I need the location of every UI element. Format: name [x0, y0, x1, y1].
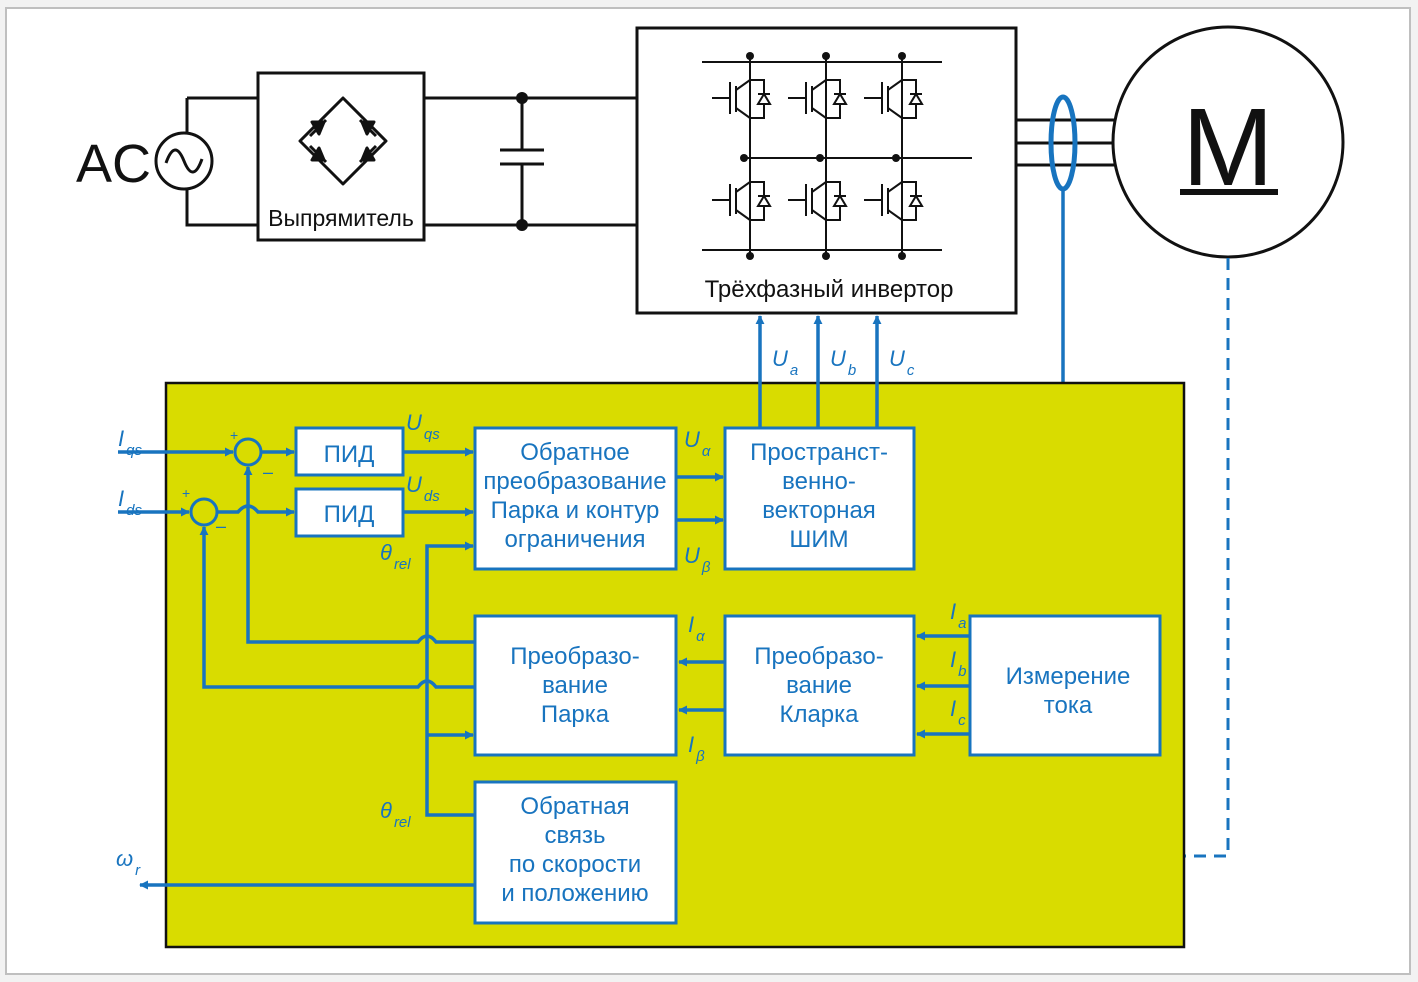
- block-text-line: и положению: [501, 880, 648, 907]
- inverter-label: Трёхфазный инвертор: [705, 276, 954, 303]
- node-dot: [516, 92, 528, 104]
- block-text-line: Пространст-: [750, 439, 888, 466]
- block-text-line: Измерение: [1006, 663, 1131, 690]
- pid-block-2: [294, 487, 405, 538]
- ac-label: AC: [76, 134, 151, 194]
- block-text-line: Преобразо-: [754, 643, 884, 670]
- block-text-line: венно-: [782, 468, 856, 495]
- ac-source-icon: [154, 131, 214, 191]
- theta-line-top: [425, 541, 475, 817]
- pid-label-1: ПИД: [324, 441, 375, 468]
- diode-bridge-icon: [298, 96, 388, 186]
- igbt-bridge-icon: [702, 52, 972, 260]
- power-wiring: [185, 96, 1118, 227]
- svpwm-block: [723, 426, 916, 571]
- block-text-line: вание: [786, 672, 852, 699]
- minus-sign-d: –: [216, 516, 226, 536]
- motor-circle: [1111, 25, 1345, 259]
- node-dot: [516, 219, 528, 231]
- block-text-line: Обратная: [520, 793, 629, 820]
- inverse-park-block: [473, 426, 678, 571]
- current-measurement-block: [968, 614, 1162, 757]
- block-text-line: Парка: [541, 701, 610, 728]
- block-text-line: ограничения: [505, 526, 646, 553]
- speed-feedback-block: [473, 780, 678, 925]
- block-text-line: связь: [545, 822, 606, 849]
- block-text-line: Кларка: [779, 701, 859, 728]
- block-text-line: Обратное: [520, 439, 630, 466]
- block-text-line: по скорости: [509, 851, 641, 878]
- motor-underline: [1180, 189, 1278, 195]
- block-text-line: Преобразо-: [510, 643, 640, 670]
- block-text-line: векторная: [762, 497, 876, 524]
- clarke-block: [723, 614, 916, 757]
- block-text-line: Парка и контур: [491, 497, 660, 524]
- block-text-line: преобразование: [483, 468, 666, 495]
- block-text-line: вание: [542, 672, 608, 699]
- rectifier-label: Выпрямитель: [268, 205, 414, 231]
- motor-label: M: [1182, 86, 1274, 209]
- minus-sign-q: –: [263, 462, 273, 482]
- plus-sign-d: +: [182, 485, 190, 501]
- plus-sign-q: +: [230, 427, 238, 443]
- block-text-line: тока: [1044, 692, 1093, 719]
- block-text-line: ШИМ: [789, 526, 848, 553]
- pid-block-1: [294, 426, 405, 477]
- pid-label-2: ПИД: [324, 501, 375, 528]
